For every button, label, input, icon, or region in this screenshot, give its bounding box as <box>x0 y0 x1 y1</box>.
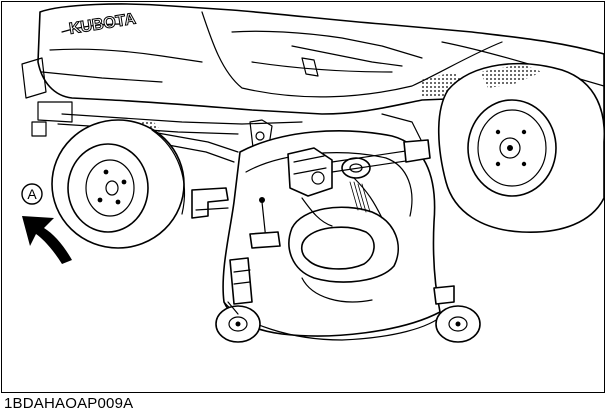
callout-label: A <box>27 186 37 202</box>
gauge-wheel-right <box>433 285 481 343</box>
diagram-frame: KUBOTA <box>1 1 605 393</box>
callout-a: A <box>21 183 43 205</box>
curved-arrow-icon <box>22 216 72 264</box>
mower-deck <box>222 130 445 341</box>
pulley-assembly <box>249 139 431 249</box>
image-code: 1BDAHAOAP009A <box>4 395 134 412</box>
left-wheel <box>51 119 186 249</box>
mower-deck-illustration: KUBOTA <box>21 3 604 343</box>
right-wheel <box>437 62 604 233</box>
deck-bracket-left <box>191 187 253 305</box>
gauge-wheel-left <box>215 301 261 343</box>
